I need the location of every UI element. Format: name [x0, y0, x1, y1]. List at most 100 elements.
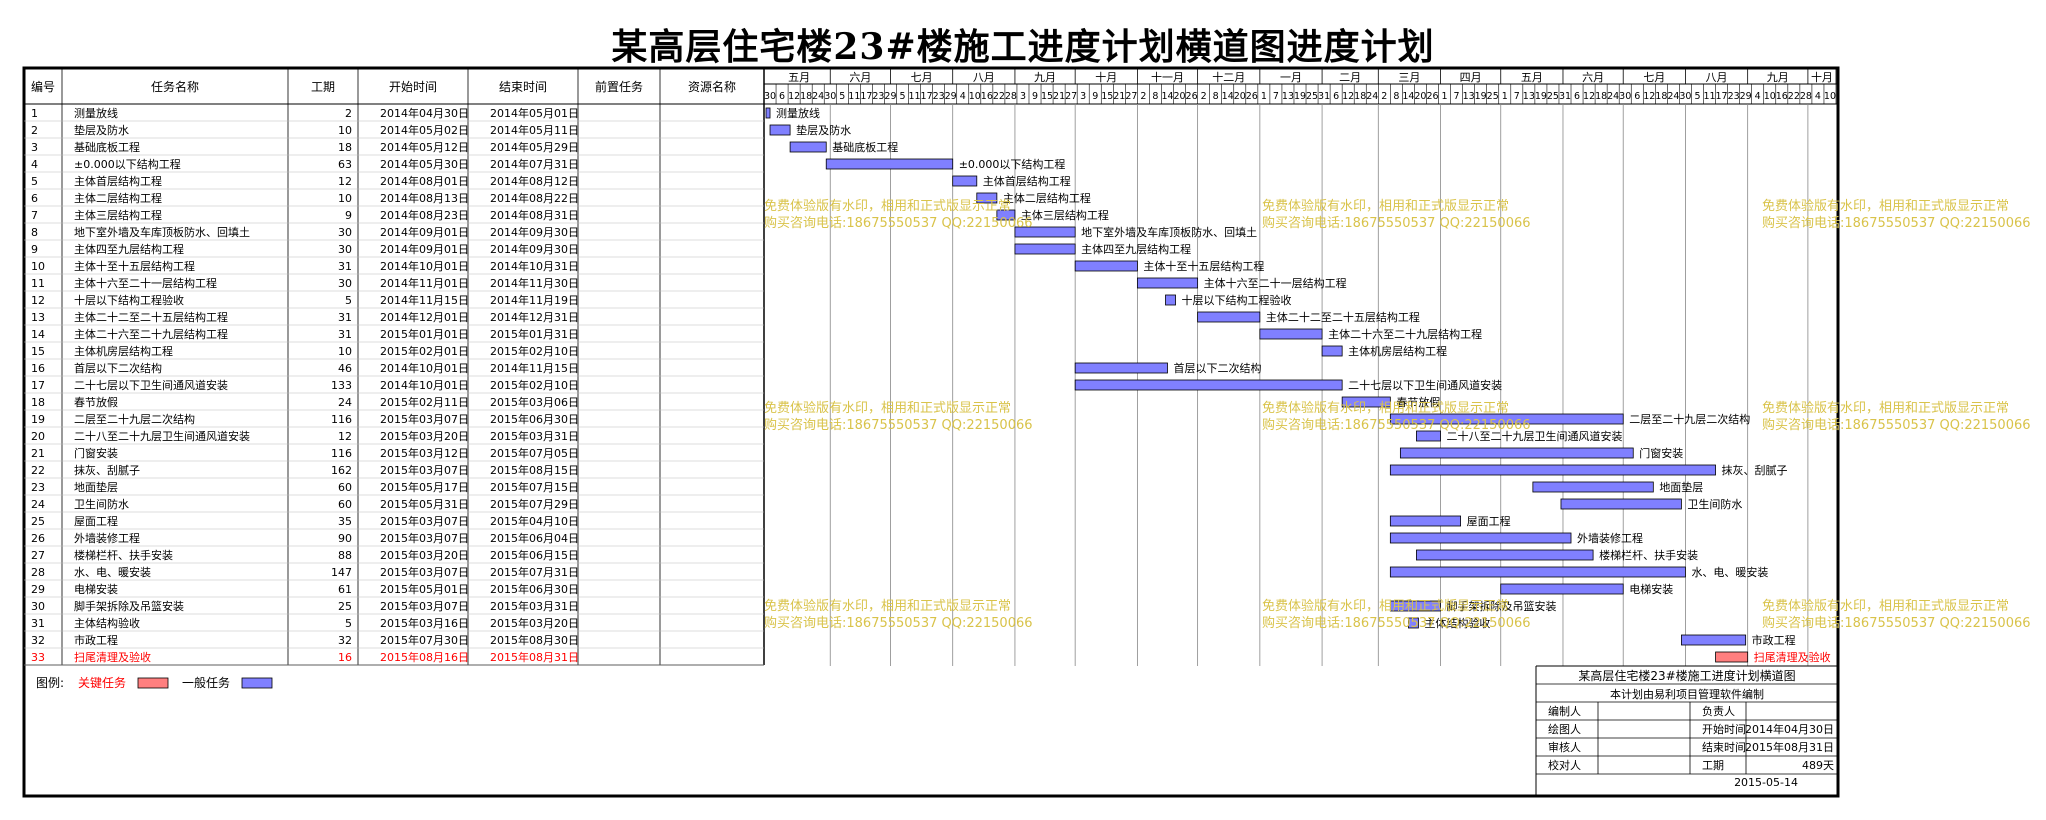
task-duration: 63 — [338, 158, 352, 171]
task-bar — [1416, 549, 1594, 561]
day-tick-label: 28 — [1005, 91, 1017, 102]
day-tick-label: 4 — [1755, 91, 1761, 102]
task-bar-label: 测量放线 — [776, 106, 820, 120]
month-label: 九月 — [1034, 71, 1056, 84]
table-header: 开始时间 — [389, 80, 437, 94]
task-id: 13 — [31, 311, 45, 324]
task-start: 2015年05月01日 — [380, 582, 469, 596]
task-start: 2015年01月01日 — [380, 327, 469, 341]
day-tick-label: 8 — [1213, 91, 1219, 102]
page-title: 某高层住宅楼23#楼施工进度计划横道图进度计划 — [611, 26, 1435, 68]
task-bar — [1136, 277, 1199, 289]
info-cell: 绘图人 — [1548, 722, 1581, 736]
task-bar — [952, 175, 978, 187]
task-bar-label: 垫层及防水 — [796, 123, 851, 137]
day-tick-label: 6 — [1333, 91, 1339, 102]
task-duration: 147 — [331, 566, 352, 579]
task-id: 29 — [31, 583, 45, 596]
month-label: 六月 — [849, 71, 871, 84]
task-id: 18 — [31, 396, 45, 409]
watermark-line1: 免费体验版有水印，相用和正式版显示正常 — [764, 400, 1011, 416]
watermark-line2: 购买咨询电话:18675550537 QQ:22150066 — [1762, 417, 2031, 433]
task-bar — [1197, 311, 1261, 323]
task-start: 2015年02月11日 — [380, 395, 469, 409]
month-label: 十月 — [1811, 70, 1833, 84]
task-name: 基础底板工程 — [74, 140, 140, 154]
day-tick-label: 9 — [1092, 91, 1098, 102]
task-name: 水、电、暖安装 — [74, 565, 151, 579]
task-start: 2014年10月01日 — [380, 259, 469, 273]
watermark-line1: 免费体验版有水印，相用和正式版显示正常 — [1762, 598, 2009, 614]
table-header: 工期 — [311, 80, 335, 94]
day-tick-label: 20 — [1174, 91, 1186, 102]
task-start: 2015年07月30日 — [380, 633, 469, 647]
day-tick-label: 3 — [1020, 91, 1026, 102]
day-tick-label: 7 — [1454, 91, 1460, 102]
task-bar-label: 屋面工程 — [1467, 515, 1511, 528]
task-start: 2014年11月01日 — [380, 276, 469, 290]
task-name: 地下室外墙及车库顶板防水、回填土 — [74, 225, 250, 239]
month-label: 七月 — [1643, 71, 1665, 84]
day-tick-label: 4 — [1815, 91, 1821, 102]
watermark-line2: 购买咨询电话:18675550537 QQ:22150066 — [1762, 215, 2031, 231]
task-duration: 60 — [338, 498, 352, 511]
day-tick-label: 14 — [1161, 91, 1173, 102]
task-start: 2014年11月15日 — [380, 293, 469, 307]
task-bar-label: 扫尾清理及验收 — [1754, 650, 1831, 664]
task-duration: 16 — [338, 651, 352, 664]
task-bar-label: 主体二十六至二十九层结构工程 — [1328, 327, 1482, 341]
task-start: 2014年10月01日 — [380, 378, 469, 392]
task-bar-label: 主体结构验收 — [1424, 616, 1490, 630]
task-bar-label: 门窗安装 — [1639, 446, 1683, 460]
task-bar-label: 基础底板工程 — [832, 140, 898, 154]
day-tick-label: 23 — [872, 91, 884, 102]
day-tick-label: 15 — [1101, 91, 1113, 102]
task-bar — [1389, 566, 1686, 578]
task-duration: 31 — [338, 328, 352, 341]
task-bar-label: 主体机房层结构工程 — [1348, 344, 1447, 358]
task-bar — [1389, 515, 1461, 527]
task-name: 二层至二十九层二次结构 — [74, 412, 195, 426]
task-name: 脚手架拆除及吊篮安装 — [74, 599, 184, 613]
legend-label: 图例: — [36, 676, 64, 690]
task-name: 二十八至二十九层卫生间通风道安装 — [74, 429, 250, 443]
task-duration: 35 — [338, 515, 352, 528]
day-tick-label: 26 — [1186, 91, 1198, 102]
task-duration: 32 — [338, 634, 352, 647]
task-id: 25 — [31, 515, 45, 528]
task-duration: 162 — [331, 464, 352, 477]
day-tick-label: 18 — [1595, 91, 1607, 102]
day-tick-label: 17 — [1716, 91, 1728, 102]
legend-critical-swatch — [137, 677, 169, 689]
task-bar-label: 首层以下二次结构 — [1174, 361, 1262, 375]
month-label: 十二月 — [1212, 70, 1245, 84]
task-name: 测量放线 — [74, 106, 118, 120]
task-bar-label: ±0.000以下结构工程 — [959, 157, 1066, 171]
day-tick-label: 17 — [921, 91, 933, 102]
day-tick-label: 31 — [1318, 91, 1330, 102]
task-id: 9 — [31, 243, 38, 256]
month-label: 三月 — [1398, 71, 1420, 84]
task-bar — [1074, 260, 1138, 272]
task-name: 外墙装修工程 — [74, 531, 140, 545]
day-tick-label: 16 — [981, 91, 993, 102]
task-id: 20 — [31, 430, 45, 443]
task-start: 2015年05月17日 — [380, 480, 469, 494]
task-duration: 25 — [338, 600, 352, 613]
task-id: 21 — [31, 447, 45, 460]
task-end: 2015年02月10日 — [490, 344, 579, 358]
info-cell: 编制人 — [1548, 704, 1581, 718]
day-tick-label: 13 — [1282, 91, 1294, 102]
task-start: 2014年05月12日 — [380, 140, 469, 154]
task-id: 16 — [31, 362, 45, 375]
task-name: 主体十六至二十一层结构工程 — [74, 276, 217, 290]
task-end: 2015年03月31日 — [490, 429, 579, 443]
info-cell: 结束时间 — [1702, 741, 1746, 754]
task-start: 2014年04月30日 — [380, 106, 469, 120]
task-duration: 116 — [331, 413, 352, 426]
task-name: 卫生间防水 — [74, 497, 129, 511]
task-start: 2015年03月20日 — [380, 429, 469, 443]
task-bar — [1341, 396, 1391, 408]
task-bar-label: 楼梯栏杆、扶手安装 — [1599, 548, 1698, 562]
month-label: 四月 — [1460, 71, 1482, 84]
